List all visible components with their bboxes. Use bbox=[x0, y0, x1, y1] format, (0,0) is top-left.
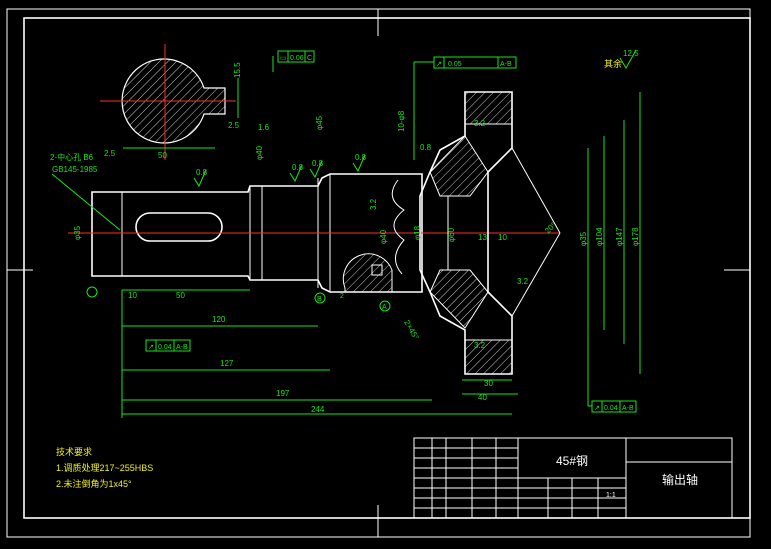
tolerance-frame-key bbox=[277, 50, 315, 63]
center-hole-line2: GB145-1985 bbox=[52, 165, 98, 174]
gear-roughness-1: 3.2 bbox=[474, 119, 486, 128]
break-line bbox=[391, 179, 405, 275]
thread-note-text: 10-φ8 bbox=[397, 110, 406, 132]
dim-244: 244 bbox=[311, 405, 325, 414]
shaft-outline bbox=[91, 173, 423, 293]
tf-gear-value: 0.04 bbox=[604, 405, 618, 412]
dim-30: 30 bbox=[484, 379, 493, 388]
tf-shaft-value: 0.04 bbox=[158, 344, 172, 351]
left-dia-text: φ35 bbox=[73, 225, 82, 240]
tf-key-datum: C bbox=[307, 55, 312, 62]
shaft-mid-dia: φ40 bbox=[379, 229, 388, 244]
gear-roughness-4: 0.8 bbox=[420, 143, 432, 152]
roughness-4: 0.8 bbox=[355, 153, 367, 162]
dim-120: 120 bbox=[212, 315, 226, 324]
length-dimensions: 10 50 120 127 197 244 30 40 ↗ 0.04 A-B bbox=[121, 289, 518, 418]
tf-key-value: 0.06 bbox=[290, 55, 304, 62]
datum-b-text: B bbox=[317, 296, 322, 303]
drawing-frame bbox=[23, 17, 751, 519]
tech-req-item-2: 2.未注倒角为1x45° bbox=[56, 478, 132, 489]
tech-req-item-1: 1.调质处理217~255HBS bbox=[56, 462, 153, 473]
bearing-dia-text: φ45 bbox=[315, 115, 324, 130]
gear-bore-text: φ60 bbox=[447, 227, 456, 242]
title-scale: 1:1 bbox=[606, 492, 616, 499]
roughness-5: 1.6 bbox=[258, 123, 270, 132]
gear-hole-text: φ18 bbox=[413, 225, 422, 240]
roughness-other: 其余 12.5 bbox=[604, 49, 639, 69]
roughness-other-label: 其余 bbox=[604, 58, 622, 69]
gap-text: 2 bbox=[340, 293, 344, 300]
key-r-text: 2.5 bbox=[228, 121, 240, 130]
tf-key-symbol: ▭ bbox=[280, 55, 287, 62]
dim-40: 40 bbox=[478, 393, 487, 402]
roughness-6: 3.2 bbox=[369, 198, 378, 210]
dim-10: 10 bbox=[128, 291, 137, 300]
gear-pitch-text: φ104 bbox=[595, 227, 604, 246]
tf-gear-symbol: ↗ bbox=[594, 405, 600, 412]
key-width-text: 50 bbox=[158, 151, 167, 160]
tf-gear-datum: A-B bbox=[622, 405, 634, 412]
gear-w-text: 10 bbox=[498, 233, 507, 242]
dim-127: 127 bbox=[220, 359, 234, 368]
tf-bore-symbol: ↗ bbox=[436, 61, 442, 68]
roughness-2: 0.8 bbox=[292, 163, 304, 172]
gear-bore2-text: φ35 bbox=[579, 231, 588, 246]
datum-a-text: A bbox=[382, 304, 387, 311]
keyway-section: 50 15.5 2.5 2.5 ▭ 0.06 C bbox=[100, 44, 315, 160]
tech-req-heading: 技术要求 bbox=[56, 446, 92, 457]
tech-requirements: 技术要求 1.调质处理217~255HBS 2.未注倒角为1x45° bbox=[56, 446, 153, 489]
tf-bore-value: 0.05 bbox=[448, 61, 462, 68]
keyway-slot bbox=[135, 212, 223, 242]
key-depth-text: 15.5 bbox=[233, 62, 242, 78]
center-hole-line1: 2-中心孔 B6 bbox=[50, 152, 94, 162]
roughness-3: 0.8 bbox=[312, 159, 324, 168]
title-part-name: 输出轴 bbox=[662, 472, 698, 487]
roughness-other-value: 12.5 bbox=[623, 49, 639, 58]
gear-len-text: 13 bbox=[478, 233, 487, 242]
chamfer-text: 2×45° bbox=[402, 319, 420, 342]
gear-root-text: φ178 bbox=[631, 227, 640, 246]
title-material: 45#钢 bbox=[556, 454, 588, 468]
gear-roughness-3: 3.2 bbox=[474, 341, 486, 350]
gear-roughness-2: 3.2 bbox=[517, 277, 529, 286]
tf-bore-datum: A-B bbox=[500, 61, 512, 68]
tf-shaft-symbol: ↗ bbox=[148, 344, 154, 351]
gear-view: φ35 φ104 φ147 φ178 φ60 13 10 20° φ18 10-… bbox=[397, 56, 641, 413]
dim-50: 50 bbox=[176, 291, 185, 300]
shaft-view: B A φ35 φ40 φ45 φ40 2-中心孔 B6 GB145-1985 … bbox=[50, 115, 560, 312]
local-section bbox=[342, 253, 393, 293]
tolerance-frame-shaft bbox=[145, 339, 191, 352]
datum-left-symbol bbox=[86, 286, 98, 298]
tf-shaft-datum: A-B bbox=[176, 344, 188, 351]
datum-a-symbol bbox=[379, 300, 391, 312]
gear-outline bbox=[419, 91, 513, 375]
datum-b-symbol bbox=[314, 292, 326, 304]
roughness-1: 0.8 bbox=[196, 168, 208, 177]
gear-big-text: φ147 bbox=[615, 227, 624, 246]
dim-197: 197 bbox=[276, 389, 290, 398]
shaft-dia-text: φ40 bbox=[255, 145, 264, 160]
title-block: 45#钢 输出轴 1:1 bbox=[413, 437, 733, 519]
key-r2-text: 2.5 bbox=[104, 149, 116, 158]
